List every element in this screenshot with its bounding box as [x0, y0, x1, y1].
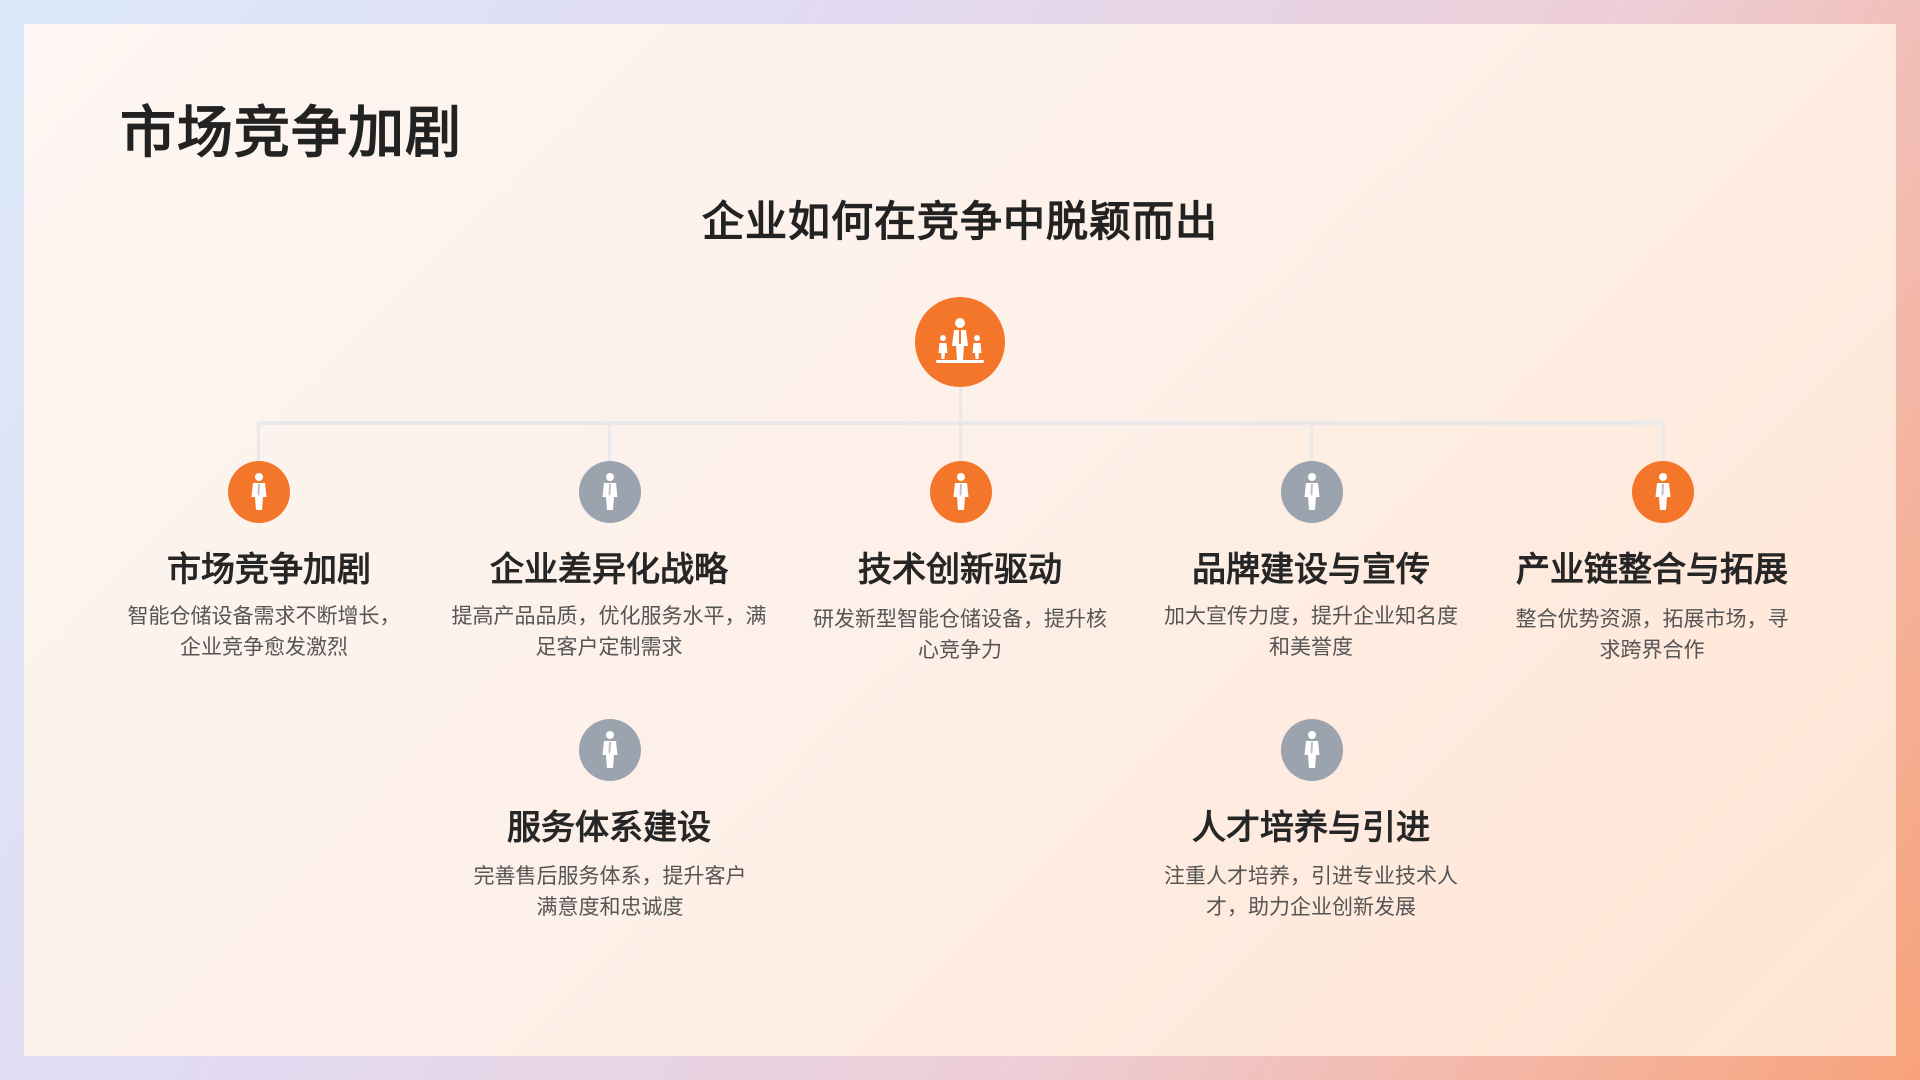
node-connector: [1662, 423, 1665, 463]
node-connector: [257, 423, 260, 463]
node-description: 智能仓储设备需求不断增长，企业竞争愈发激烈: [127, 604, 401, 659]
node-title: 品牌建设与宣传: [1192, 550, 1430, 590]
slide-frame: [24, 24, 1896, 1056]
node-title: 人才培养与引进: [1192, 808, 1430, 848]
node-title: 企业差异化战略: [490, 550, 728, 590]
node-description: 研发新型智能仓储设备，提升核心竞争力: [813, 607, 1107, 662]
person-icon: [1281, 719, 1343, 781]
node-description: 完善售后服务体系，提升客户满意度和忠诚度: [473, 864, 747, 919]
business-person-icon: [915, 297, 1005, 387]
root-connector: [959, 387, 962, 423]
node-description: 整合优势资源，拓展市场，寻求跨界合作: [1515, 607, 1789, 662]
node-connector: [959, 423, 962, 463]
person-icon: [579, 461, 641, 523]
node-title: 服务体系建设: [507, 808, 711, 848]
node-title: 技术创新驱动: [858, 550, 1062, 590]
person-icon: [228, 461, 290, 523]
node-description: 加大宣传力度，提升企业知名度和美誉度: [1164, 604, 1458, 659]
node-description: 注重人才培养，引进专业技术人才，助力企业创新发展: [1164, 864, 1458, 919]
node-title: 产业链整合与拓展: [1516, 550, 1788, 590]
person-icon: [1281, 461, 1343, 523]
node-connector: [608, 423, 611, 463]
slide-title: 市场竞争加剧: [120, 101, 462, 166]
node-connector: [1310, 423, 1313, 463]
node-description: 提高产品品质，优化服务水平，满足客户定制需求: [451, 604, 767, 659]
node-title: 市场竞争加剧: [167, 550, 371, 590]
diagram-subtitle: 企业如何在竞争中脱颖而出: [701, 197, 1218, 246]
person-icon: [579, 719, 641, 781]
person-icon: [1632, 461, 1694, 523]
person-icon: [930, 461, 992, 523]
